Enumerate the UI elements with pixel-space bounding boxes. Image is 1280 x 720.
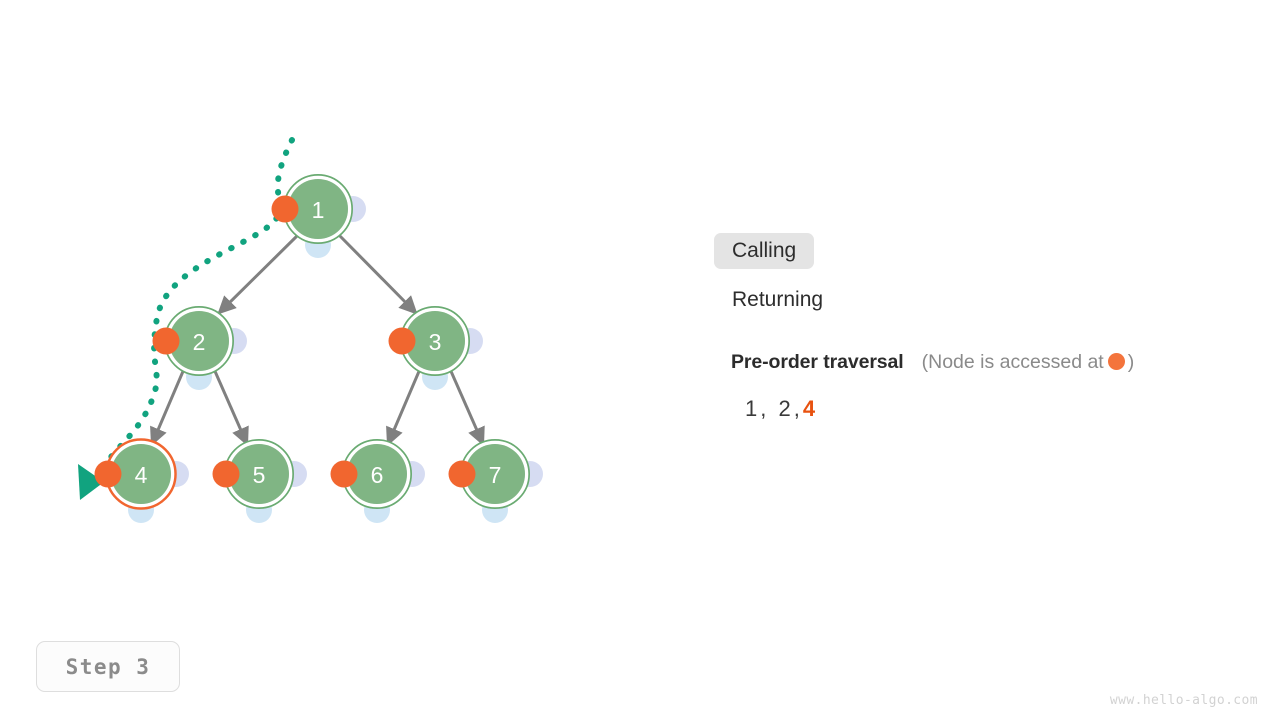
node-7-body[interactable]	[465, 444, 525, 504]
step-badge-label: Step 3	[65, 654, 151, 679]
edge-3-7	[448, 368, 485, 447]
watermark-text: www.hello-algo.com	[1109, 693, 1258, 708]
node-3-access-dot	[388, 327, 416, 355]
node-7-label: 7	[489, 462, 502, 488]
edge-1-2	[217, 232, 301, 315]
watermark: www.hello-algo.com	[1110, 693, 1258, 708]
node-2-body[interactable]	[169, 311, 229, 371]
result-note-prefix: (Node is accessed at	[921, 351, 1104, 373]
result-sequence-visited: 1, 2,	[745, 396, 803, 421]
tree-node-1[interactable]: 1	[271, 174, 367, 258]
result-heading: Pre-order traversal (Node is accessed at…	[731, 351, 1254, 374]
legend-returning-label: Returning	[732, 288, 824, 311]
tree-node-4[interactable]: 4	[94, 438, 190, 523]
node-5-body[interactable]	[229, 444, 289, 504]
node-2-access-dot	[152, 327, 180, 355]
access-marker-icon	[1107, 353, 1125, 370]
node-4-body[interactable]	[111, 444, 171, 504]
legend-row-returning[interactable]: Returning	[714, 281, 1254, 319]
node-4-access-dot	[94, 460, 122, 488]
tree-nodes: 1 2 3 4 5 6 7	[94, 174, 544, 523]
edge-2-4	[150, 368, 186, 447]
tree-node-7[interactable]: 7	[448, 439, 544, 523]
tree-node-5[interactable]: 5	[212, 439, 308, 523]
result-note-suffix: )	[1127, 351, 1135, 373]
result-note: (Node is accessed at)	[922, 351, 1135, 374]
legend-calling-label: Calling	[714, 233, 815, 269]
node-6-body[interactable]	[347, 444, 407, 504]
node-4-label: 4	[135, 462, 148, 488]
traversal-path-arrowhead	[78, 464, 104, 500]
traversal-path-curve	[94, 137, 295, 481]
tree-node-6[interactable]: 6	[330, 439, 426, 523]
tree-edges	[150, 232, 485, 447]
legend-row-calling[interactable]: Calling	[714, 232, 1254, 270]
node-5-access-dot	[212, 460, 240, 488]
legend-and-result-panel: Calling Returning Pre-order traversal (N…	[714, 232, 1254, 422]
traversal-path	[78, 137, 295, 500]
node-1-access-dot	[271, 195, 299, 223]
node-7-access-dot	[448, 460, 476, 488]
result-block: Pre-order traversal (Node is accessed at…	[714, 351, 1254, 422]
tree-node-3[interactable]: 3	[388, 306, 484, 390]
edge-3-6	[386, 368, 422, 447]
node-6-access-dot	[330, 460, 358, 488]
tree-node-2[interactable]: 2	[152, 306, 248, 390]
node-1-body[interactable]	[288, 179, 348, 239]
binary-tree-diagram: 1 2 3 4 5 6 7	[78, 137, 544, 523]
result-sequence: 1, 2,4	[731, 396, 1254, 422]
node-3-body[interactable]	[405, 311, 465, 371]
node-2-label: 2	[193, 329, 206, 355]
result-sequence-current: 4	[802, 396, 819, 421]
edge-1-3	[336, 232, 418, 315]
node-3-label: 3	[429, 329, 442, 355]
result-title: Pre-order traversal	[731, 351, 904, 373]
node-5-label: 5	[253, 462, 266, 488]
edge-2-5	[212, 368, 249, 447]
node-6-label: 6	[371, 462, 384, 488]
node-1-label: 1	[312, 197, 325, 223]
step-badge: Step 3	[36, 641, 180, 692]
